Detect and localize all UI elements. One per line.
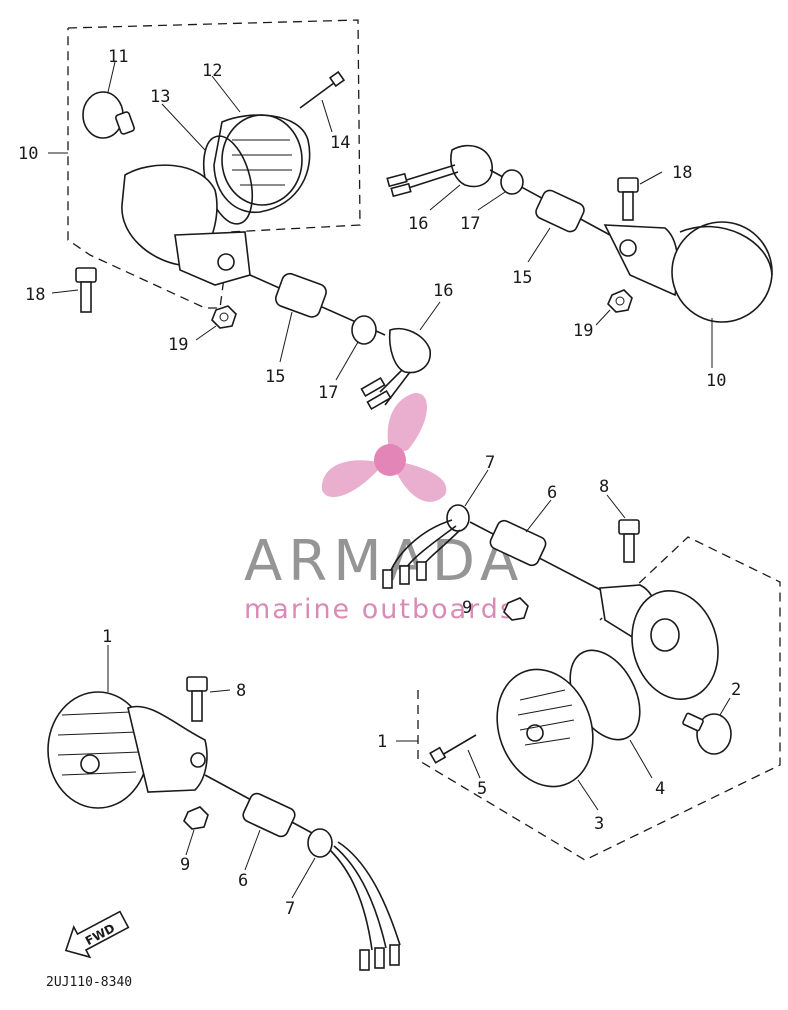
lower-left-signal-assembly	[47, 645, 401, 971]
lower-right-callouts: 7 6 8 9 2 1 5 4 3	[377, 453, 741, 834]
callout-19: 19	[573, 321, 593, 341]
callout-11: 11	[108, 47, 128, 67]
upper-right-callouts: 16 17 18 15 19 10	[408, 163, 726, 391]
fwd-arrow-icon: FWD	[64, 910, 130, 959]
callout-3: 3	[594, 814, 604, 834]
propeller-logo-icon	[321, 392, 447, 502]
callout-15: 15	[512, 268, 532, 288]
callout-9: 9	[180, 855, 190, 875]
callout-16: 16	[408, 214, 428, 234]
callout-6: 6	[238, 871, 248, 891]
callout-10: 10	[706, 371, 726, 391]
callout-8: 8	[599, 477, 609, 497]
callout-7: 7	[285, 899, 295, 919]
callout-14: 14	[330, 133, 350, 153]
callout-18: 18	[672, 163, 692, 183]
callout-5: 5	[477, 779, 487, 799]
upper-right-signal-assembly	[386, 144, 773, 368]
drawing-code: 2UJ110-8340	[46, 975, 132, 990]
callout-7: 7	[485, 453, 495, 473]
callout-2: 2	[731, 680, 741, 700]
watermark-tagline: marine outboards	[244, 594, 516, 625]
upper-left-callouts: 10 11 12 13 14 18 19 15 17 16	[18, 47, 453, 403]
callout-9: 9	[462, 598, 472, 618]
callout-1: 1	[102, 627, 112, 647]
callout-19: 19	[168, 335, 188, 355]
lower-right-signal-assembly	[382, 469, 781, 861]
callout-12: 12	[202, 61, 222, 81]
upper-left-signal-assembly	[48, 19, 441, 411]
callout-1: 1	[377, 732, 387, 752]
armada-watermark: ARMADA marine outboards	[244, 392, 524, 625]
callout-4: 4	[655, 779, 665, 799]
callout-10: 10	[18, 144, 38, 164]
callout-15: 15	[265, 367, 285, 387]
watermark-brand: ARMADA	[244, 529, 524, 594]
callout-16: 16	[433, 281, 453, 301]
lower-left-callouts: 1 8 9 6 7	[102, 627, 295, 919]
callout-6: 6	[547, 483, 557, 503]
callout-18: 18	[25, 285, 45, 305]
callout-13: 13	[150, 87, 170, 107]
callout-8: 8	[236, 681, 246, 701]
callout-17: 17	[318, 383, 338, 403]
callout-17: 17	[460, 214, 480, 234]
